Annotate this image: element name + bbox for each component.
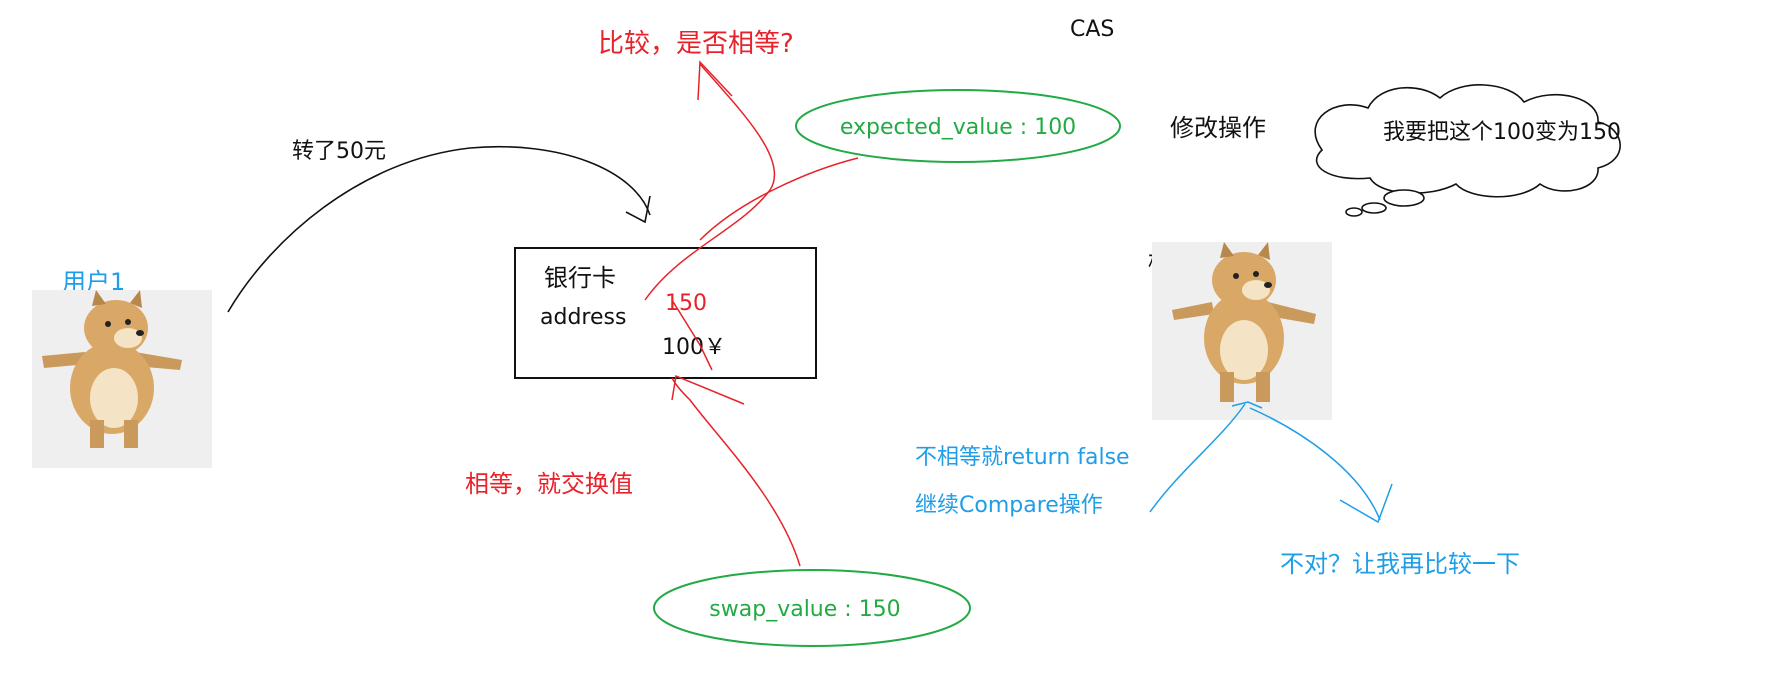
retry-arrow bbox=[1249, 407, 1393, 524]
not-equal-line-1: 不相等就return false bbox=[915, 445, 1130, 470]
expected-value-ellipse bbox=[795, 89, 1121, 163]
swap-value-ellipse bbox=[653, 569, 971, 647]
not-equal-line-2: 继续Compare操作 bbox=[915, 493, 1103, 518]
retry-label: 不对？让我再比较一下 bbox=[1280, 550, 1520, 578]
bank-card-title: 银行卡 bbox=[544, 264, 616, 292]
modify-label: 修改操作 bbox=[1170, 114, 1266, 142]
swap-arrow bbox=[671, 374, 801, 567]
compare-arrow bbox=[644, 60, 776, 301]
bank-card-current-value: 100￥ bbox=[662, 335, 726, 360]
bank-card-new-value: 150 bbox=[665, 291, 707, 316]
thought-cloud bbox=[1314, 84, 1621, 217]
user-doge-icon bbox=[32, 290, 212, 468]
thought-text: 我要把这个100变为150 bbox=[1383, 120, 1621, 145]
return-arrow bbox=[1149, 401, 1263, 513]
teller-doge-icon bbox=[1152, 242, 1332, 420]
value-tick bbox=[671, 299, 713, 371]
swap-value-label: swap_value : 150 bbox=[709, 597, 900, 622]
expected-value-label: expected_value : 100 bbox=[840, 115, 1076, 140]
swap-label: 相等，就交换值 bbox=[465, 470, 633, 498]
compare-label: 比较，是否相等? bbox=[598, 29, 794, 59]
transfer-arrow bbox=[227, 145, 651, 313]
bank-card-address: address bbox=[540, 305, 626, 330]
bank-card-box bbox=[514, 247, 817, 379]
transfer-label: 转了50元 bbox=[292, 139, 386, 164]
expected-link-line bbox=[699, 157, 859, 241]
diagram-title: CAS bbox=[1070, 17, 1114, 42]
